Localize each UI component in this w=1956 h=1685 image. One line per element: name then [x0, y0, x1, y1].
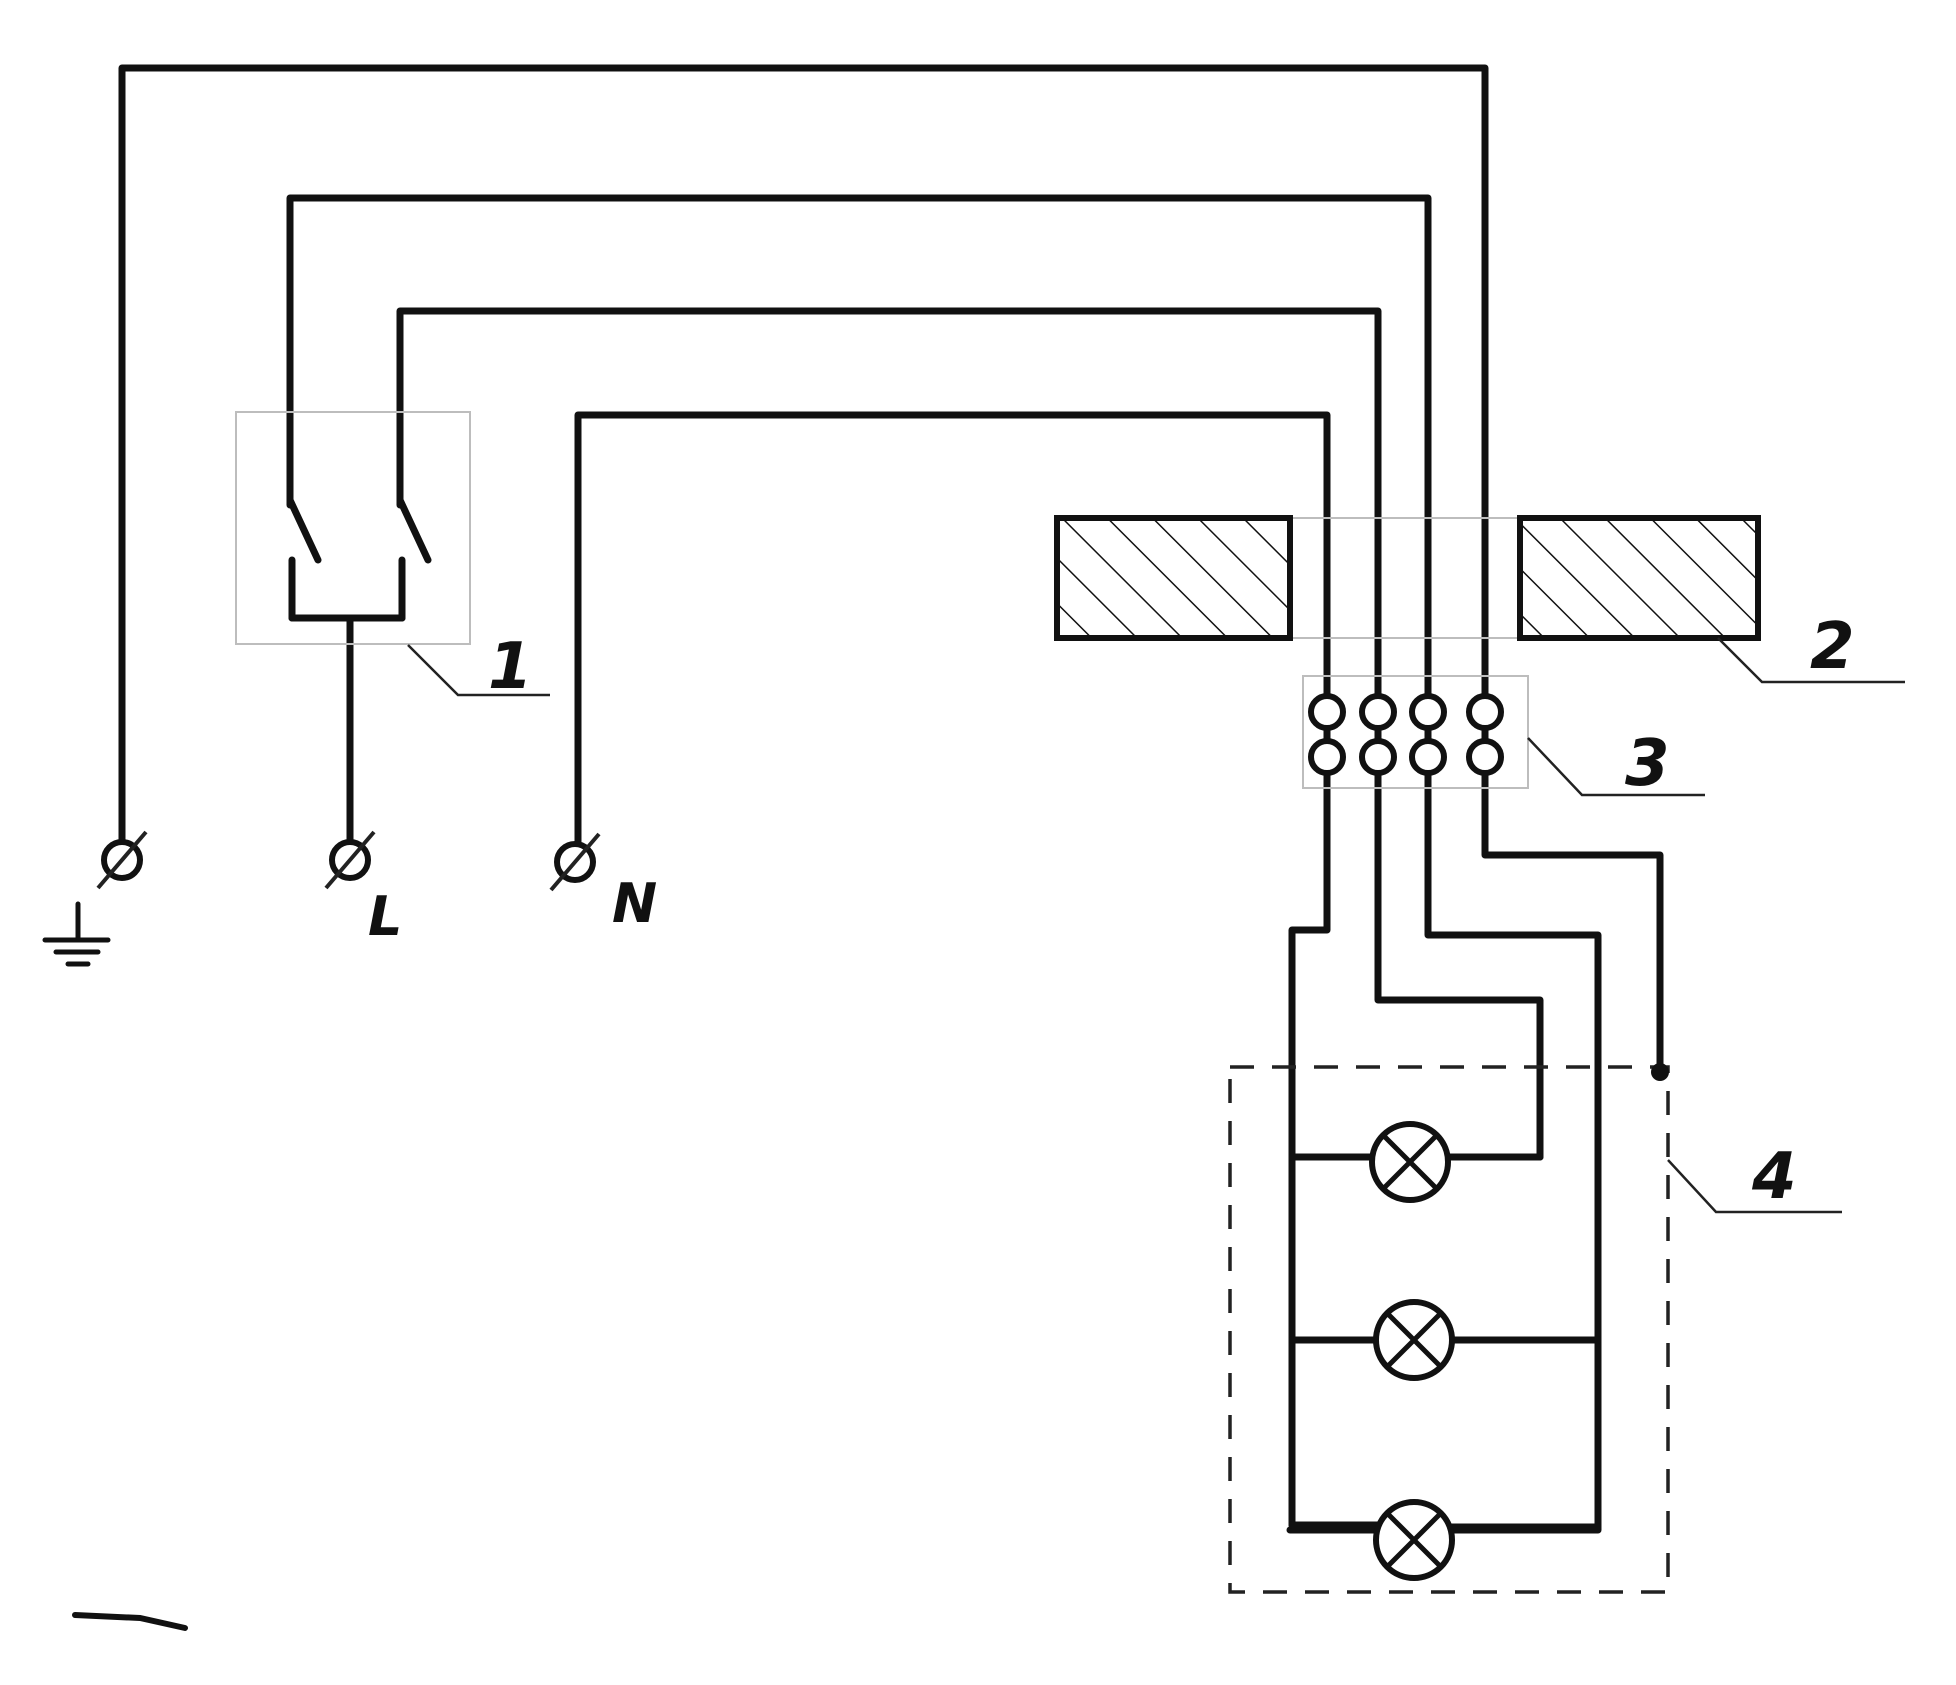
neutral-terminal: N: [549, 832, 657, 935]
earth-terminal: [42, 830, 148, 967]
terminal-block-bottom-row: [1308, 738, 1504, 776]
terminal-n-label: N: [612, 872, 657, 935]
luminaire: 4: [1228, 1063, 1842, 1594]
wall-block-left: [1054, 515, 1293, 641]
callout-4-label: 4: [1751, 1140, 1797, 1214]
lamp-row-1: [1288, 1121, 1544, 1203]
lamp-row-3: [1288, 1499, 1602, 1581]
switch-pole-right: [396, 486, 432, 622]
callout-2-leader: [1717, 637, 1905, 684]
terminal-block-outline: [1302, 675, 1529, 789]
terminal-screw-icon: [1359, 738, 1397, 776]
terminal-l-label: L: [368, 885, 402, 948]
terminal-screw-icon: [1308, 693, 1346, 731]
earth-ground-icon: [42, 901, 111, 967]
terminal-screw-icon: [1308, 738, 1346, 776]
terminal-screw-icon: [1409, 693, 1447, 731]
callout-3-label: 3: [1625, 727, 1670, 801]
neutral-wire: [574, 411, 1331, 1529]
terminal-screw-icon: [1359, 693, 1397, 731]
switch-right-wire: [396, 307, 1544, 1161]
wall-passage: 2: [1054, 515, 1905, 684]
earth-junction-dot: [1651, 1063, 1669, 1081]
callout-2-label: 2: [1810, 610, 1855, 684]
switch-enclosure: [235, 411, 471, 645]
callout-1-leader: [407, 644, 550, 697]
luminaire-enclosure: [1228, 1065, 1670, 1594]
terminal-block: 3: [1302, 675, 1705, 801]
lamp-row-2: [1288, 1299, 1602, 1381]
double-pole-switch: 1: [235, 411, 550, 704]
callout-1-label: 1: [488, 630, 533, 704]
line-terminal: L: [324, 830, 402, 948]
terminals: L N: [42, 830, 657, 967]
callout-4-leader: [1667, 1159, 1842, 1214]
terminal-screw-icon: [1466, 693, 1504, 731]
terminal-block-top-row: [1308, 693, 1504, 731]
wall-block-right: [1517, 515, 1761, 641]
callout-3-leader: [1527, 737, 1705, 797]
terminal-screw-icon: [1466, 738, 1504, 776]
earth-wire: [118, 64, 1664, 1076]
scan-mark: [72, 1612, 188, 1631]
terminal-screw-icon: [1409, 738, 1447, 776]
switch-pole-left: [286, 486, 322, 622]
